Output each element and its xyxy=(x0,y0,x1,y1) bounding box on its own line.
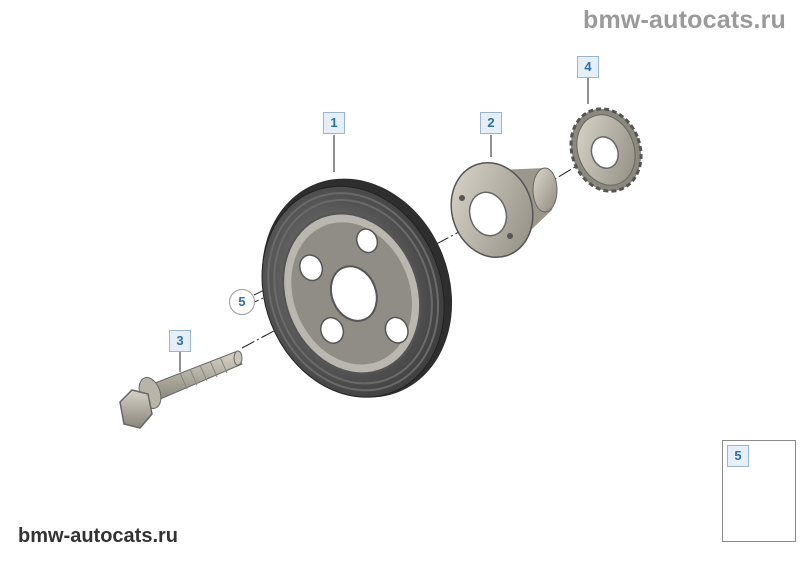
callout-part-1[interactable]: 1 xyxy=(323,112,345,134)
inset-callout-5[interactable]: 5 xyxy=(727,445,749,467)
pulley-vibration-damper[interactable] xyxy=(229,150,484,427)
watermark-bottom: bmw-autocats.ru xyxy=(18,525,179,547)
callout-part-5[interactable]: 5 xyxy=(229,289,255,315)
crankshaft-sprocket[interactable] xyxy=(560,99,653,201)
watermark-top: bmw-autocats.ru xyxy=(582,6,786,34)
inset-panel[interactable]: 5 xyxy=(722,440,796,542)
callout-part-2[interactable]: 2 xyxy=(480,112,502,134)
callout-part-3[interactable]: 3 xyxy=(169,330,191,352)
callout-part-4[interactable]: 4 xyxy=(577,56,599,78)
central-bolt[interactable] xyxy=(119,350,243,429)
crankshaft-hub[interactable] xyxy=(439,152,558,268)
leader-lines xyxy=(179,78,589,372)
